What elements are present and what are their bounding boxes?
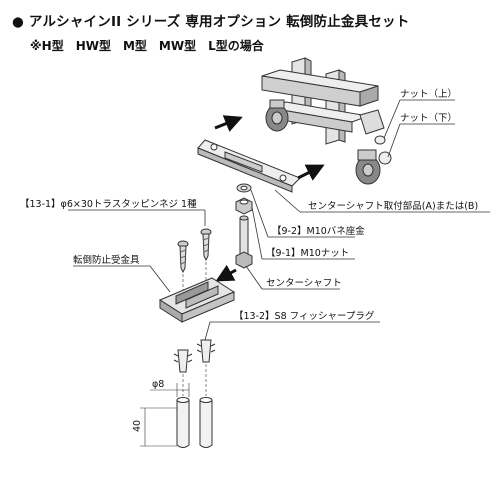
fischer-plug — [196, 339, 216, 363]
page-title: ● アルシャインII シリーズ 専用オプション 転倒防止金具セット — [12, 14, 410, 30]
mounting-plate — [197, 139, 301, 193]
tapping-screw — [200, 228, 212, 262]
dimension-depth: 40 — [132, 420, 143, 432]
label-screw: 【13-1】φ6×30トラスタッピンネジ 1種 — [20, 199, 197, 210]
label-nut-lower: ナット（下） — [400, 112, 457, 124]
label-receiver: 転倒防止受金具 — [73, 254, 140, 266]
center-shaft — [235, 215, 253, 269]
drill-hole — [199, 397, 213, 448]
tapping-screw — [177, 240, 189, 274]
drill-hole — [176, 397, 190, 448]
label-center-shaft: センターシャフト — [266, 278, 342, 289]
fischer-plug — [173, 349, 193, 373]
receiver-bracket — [158, 277, 236, 323]
m10-nut — [235, 197, 253, 215]
label-nut-m10: 【9-1】M10ナット — [266, 248, 349, 259]
label-plug: 【13-2】S8 フィッシャープラグ — [234, 310, 375, 322]
label-nut-upper: ナット（上） — [400, 88, 457, 100]
direction-arrow — [297, 164, 325, 181]
spring-washer — [236, 183, 252, 193]
frame-unit — [261, 57, 385, 145]
direction-arrow — [215, 264, 237, 282]
label-washer: 【9-2】M10バネ座金 — [272, 225, 365, 237]
caster-wheels — [265, 99, 392, 185]
label-center-shaft-parts: センターシャフト取付部品(A)または(B) — [308, 200, 478, 212]
page-subtitle: ※H型 HW型 M型 MW型 L型の場合 — [30, 39, 264, 53]
direction-arrow — [214, 115, 243, 132]
dimension-diameter: φ8 — [152, 379, 164, 390]
